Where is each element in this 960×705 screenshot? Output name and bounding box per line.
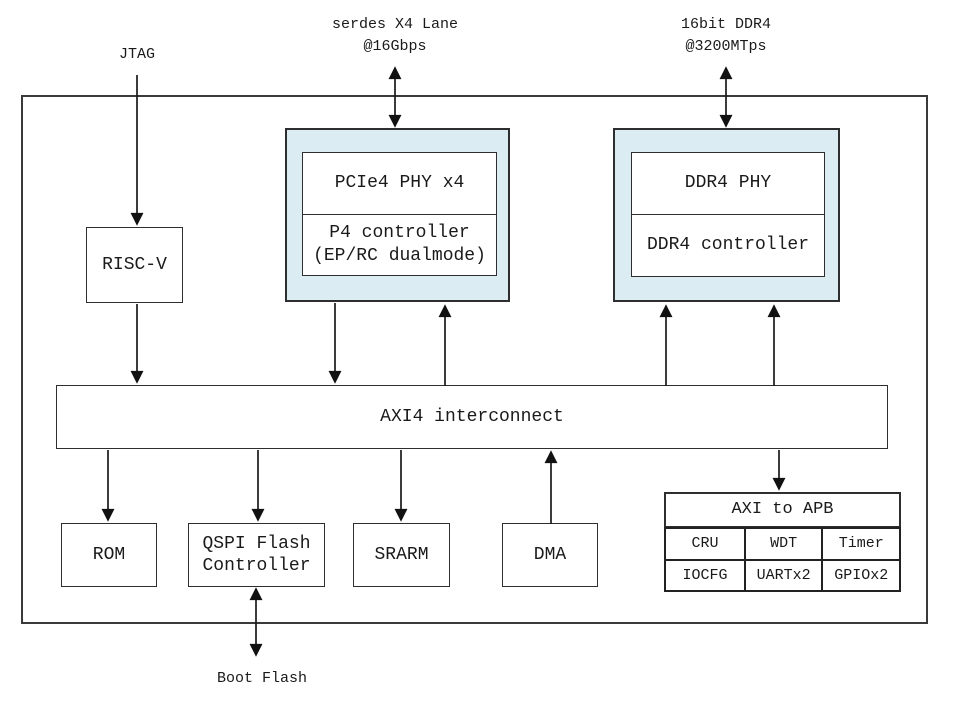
ddr-phy-cell: DDR4 PHY <box>632 153 824 214</box>
ddr-io-label-line1: 16bit DDR4 <box>680 16 771 33</box>
apb-cell-iocfg: IOCFG <box>666 560 744 590</box>
pcie-phy-cell: PCIe4 PHY x4 <box>303 153 496 214</box>
dma-label: DMA <box>533 544 567 565</box>
ddr-inner-block: DDR4 PHY DDR4 controller <box>631 152 825 277</box>
apb-cell-wdt: WDT <box>745 529 822 559</box>
qspi-flash-controller-block: QSPI Flash Controller <box>188 523 325 587</box>
qspi-label-line1: QSPI Flash <box>202 533 311 554</box>
serdes-label-line1: serdes X4 Lane <box>331 16 459 33</box>
apb-cell-timer: Timer <box>823 529 899 559</box>
ddr-phy-label: DDR4 PHY <box>684 173 772 194</box>
sram-block: SRARM <box>353 523 450 587</box>
rom-block: ROM <box>61 523 157 587</box>
apb-peripheral-grid: CRU WDT Timer IOCFG UARTx2 GPIOx2 <box>664 527 901 592</box>
dma-block: DMA <box>502 523 598 587</box>
jtag-label: JTAG <box>118 46 155 63</box>
ddr-controller-label: DDR4 controller <box>646 235 810 256</box>
riscv-label: RISC-V <box>102 254 167 275</box>
axi4-interconnect-block: AXI4 interconnect <box>56 385 888 449</box>
riscv-block: RISC-V <box>86 227 183 303</box>
boot-flash-label: Boot Flash <box>216 670 307 687</box>
qspi-flash-controller-label: QSPI Flash Controller <box>202 533 310 578</box>
axi-to-apb-header: AXI to APB <box>664 492 901 528</box>
axi-to-apb-label: AXI to APB <box>731 500 834 520</box>
pcie-controller-line1: P4 controller <box>329 223 470 244</box>
pcie-inner-block: PCIe4 PHY x4 P4 controller (EP/RC dualmo… <box>302 152 497 276</box>
ddr-io-label-line2: @3200MTps <box>685 37 767 55</box>
serdes-label-line2: @16Gbps <box>363 37 427 55</box>
rom-label: ROM <box>92 544 126 565</box>
ddr-controller-cell: DDR4 controller <box>632 214 824 276</box>
pcie-phy-label: PCIe4 PHY x4 <box>334 173 465 193</box>
ddr-io-label: 16bit DDR4 @3200MTps <box>646 14 806 58</box>
axi4-interconnect-label: AXI4 interconnect <box>380 406 564 427</box>
pcie-controller-line2: (EP/RC dualmode) <box>313 245 486 266</box>
qspi-label-line2: Controller <box>202 556 311 576</box>
apb-cell-uartx2: UARTx2 <box>745 560 822 590</box>
chip-boundary <box>21 95 928 624</box>
serdes-label: serdes X4 Lane @16Gbps <box>315 14 475 58</box>
apb-cell-gpiox2: GPIOx2 <box>823 560 899 590</box>
apb-cell-cru: CRU <box>666 529 744 559</box>
pcie-controller-cell: P4 controller (EP/RC dualmode) <box>303 213 496 276</box>
sram-label: SRARM <box>374 544 429 565</box>
pcie-controller-label: P4 controller (EP/RC dualmode) <box>313 222 486 267</box>
